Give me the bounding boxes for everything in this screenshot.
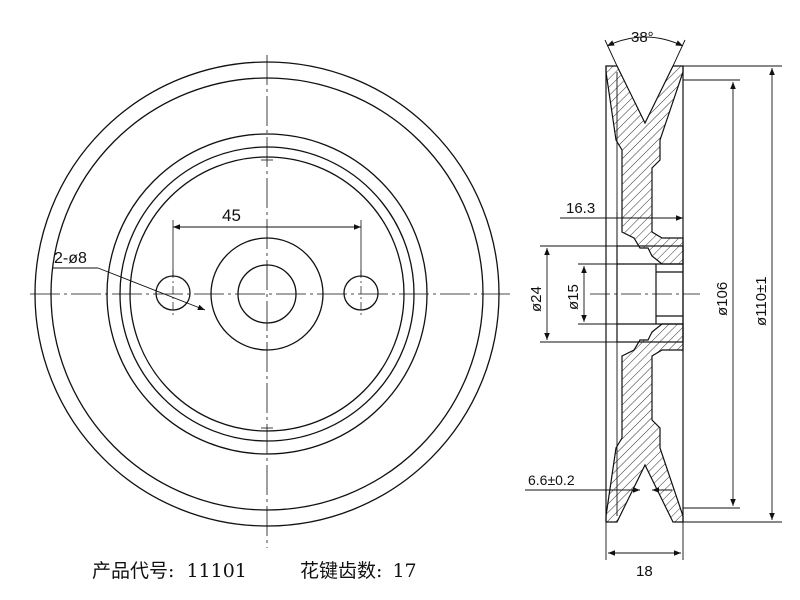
- spline-count-label: 花键齿数:: [300, 560, 383, 582]
- dim-holes-leader: [97, 267, 206, 311]
- dim-hub-dia-label: ø24: [528, 286, 545, 312]
- web-step-circle: [129, 156, 405, 432]
- dim-angle-ext-right: [672, 39, 686, 67]
- product-code-label: 产品代号:: [92, 560, 175, 582]
- dim-total-width-label: 18: [636, 563, 653, 580]
- dim-bore-dia-label: ø15: [565, 284, 582, 310]
- section-view: [590, 65, 700, 523]
- spline-count-caption: 花键齿数: 17: [300, 556, 417, 583]
- dim-angle-label: 38°: [631, 29, 654, 46]
- front-view: [30, 55, 510, 548]
- product-code-caption: 产品代号: 11101: [92, 556, 247, 583]
- dim-groove-dia-label: ø106: [714, 282, 731, 316]
- section-upper-web: [605, 65, 684, 265]
- dim-outer-dia-label: ø110±1: [753, 276, 770, 326]
- dim-angle-arc: [606, 36, 684, 47]
- hub-circle: [210, 237, 324, 351]
- dim-holes-label: 2-ø8: [54, 250, 87, 267]
- outer-rim-circle: [34, 61, 500, 527]
- web-inner-circle: [119, 146, 415, 442]
- spline-count-value: 17: [392, 560, 417, 582]
- section-dimensions: [525, 36, 782, 560]
- product-code-value: 11101: [186, 560, 247, 582]
- bore-circle: [237, 264, 297, 324]
- groove-circle: [50, 77, 484, 511]
- dim-hub-offset-label: 16.3: [566, 200, 595, 217]
- web-outer-circle: [106, 133, 428, 455]
- dim-hole-spacing-label: 45: [222, 206, 241, 225]
- dim-groove-width-label: 6.6±0.2: [528, 472, 575, 488]
- section-lower-web: [605, 323, 684, 523]
